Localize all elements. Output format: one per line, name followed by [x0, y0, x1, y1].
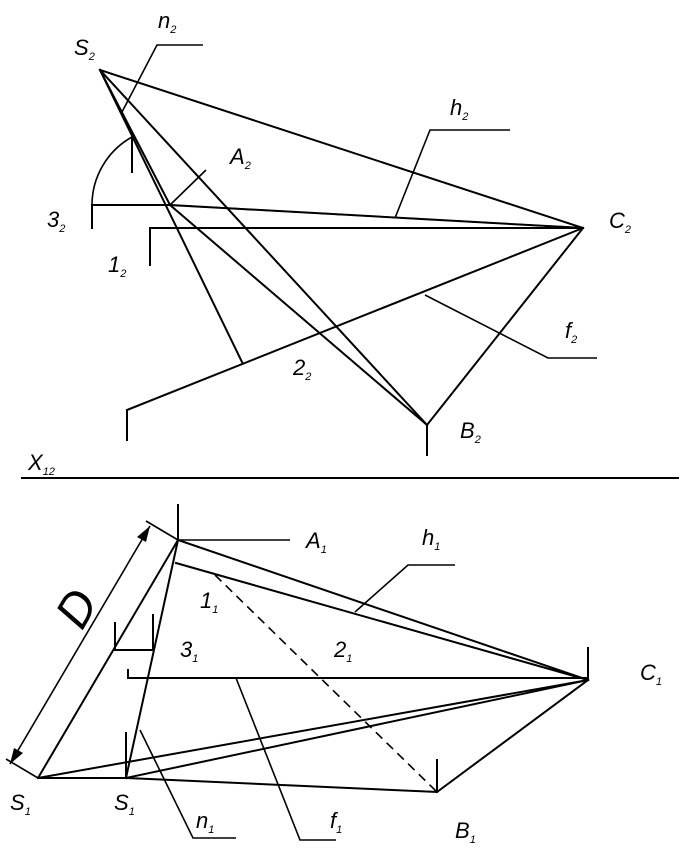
edge-a1-c1-inner — [174, 561, 590, 682]
label-3-1: 31 — [180, 637, 198, 665]
label-2-1: 21 — [333, 637, 352, 665]
edge-a1-c1 — [176, 538, 590, 682]
f2-leader — [424, 294, 597, 359]
label-c2: C2 — [609, 208, 631, 236]
label-b2: B2 — [460, 418, 481, 446]
a2-leader — [169, 169, 207, 206]
edge-a2-b2 — [168, 203, 429, 427]
edge-a1-s1-outer — [36, 538, 180, 780]
edge-s2-c2 — [98, 68, 585, 230]
label-h2: h2 — [450, 95, 468, 123]
dimension-d-arrow-bottom — [10, 748, 23, 764]
edge-a1-s1-inner — [124, 538, 180, 780]
n1-leader — [139, 729, 236, 839]
label-2-2: 22 — [292, 355, 311, 383]
dashed-line-1-1-b1 — [214, 574, 438, 793]
label-h1: h1 — [422, 525, 440, 553]
top-projection — [5, 504, 590, 841]
n2-leader — [121, 44, 203, 113]
label-n1: n1 — [196, 808, 214, 836]
edge-s1-c1-outer — [36, 678, 590, 780]
f1-leader — [235, 677, 336, 841]
edge-s2-b2 — [98, 68, 429, 427]
label-s1-outer: S1 — [10, 790, 31, 818]
h2-leader — [394, 129, 510, 219]
frontal-line-f2 — [125, 226, 585, 412]
dimension-d-arrow-top — [137, 526, 150, 542]
label-f2: f2 — [565, 318, 577, 346]
label-s1-inner: S1 — [114, 790, 135, 818]
label-n2: n2 — [158, 8, 176, 36]
label-b1: B1 — [455, 818, 476, 846]
edge-s1-b1 — [124, 776, 439, 794]
edge-s2-a2 — [98, 68, 172, 207]
label-a2: A2 — [228, 144, 251, 172]
h1-leader — [354, 564, 455, 613]
dimension-d-extension-top — [145, 520, 179, 541]
dimension-d-line — [9, 525, 151, 765]
label-s2: S2 — [74, 35, 95, 63]
label-1-1: 11 — [200, 588, 218, 616]
edge-s1-c1 — [124, 678, 590, 780]
edge-b2-c2 — [425, 226, 585, 427]
label-c1: C1 — [640, 660, 662, 688]
edge-s2-line — [98, 68, 244, 364]
label-f1: f1 — [330, 808, 342, 836]
dashed-line-a2-c2 — [169, 204, 584, 229]
label-d: D — [46, 581, 109, 638]
edge-b1-c1 — [435, 678, 590, 794]
label-a1: A1 — [304, 528, 327, 556]
label-1-2: 12 — [108, 252, 126, 280]
front-projection — [91, 44, 597, 456]
right-angle-arc — [91, 136, 133, 206]
label-3-2: 32 — [47, 207, 65, 235]
label-x12: X12 — [27, 450, 55, 478]
